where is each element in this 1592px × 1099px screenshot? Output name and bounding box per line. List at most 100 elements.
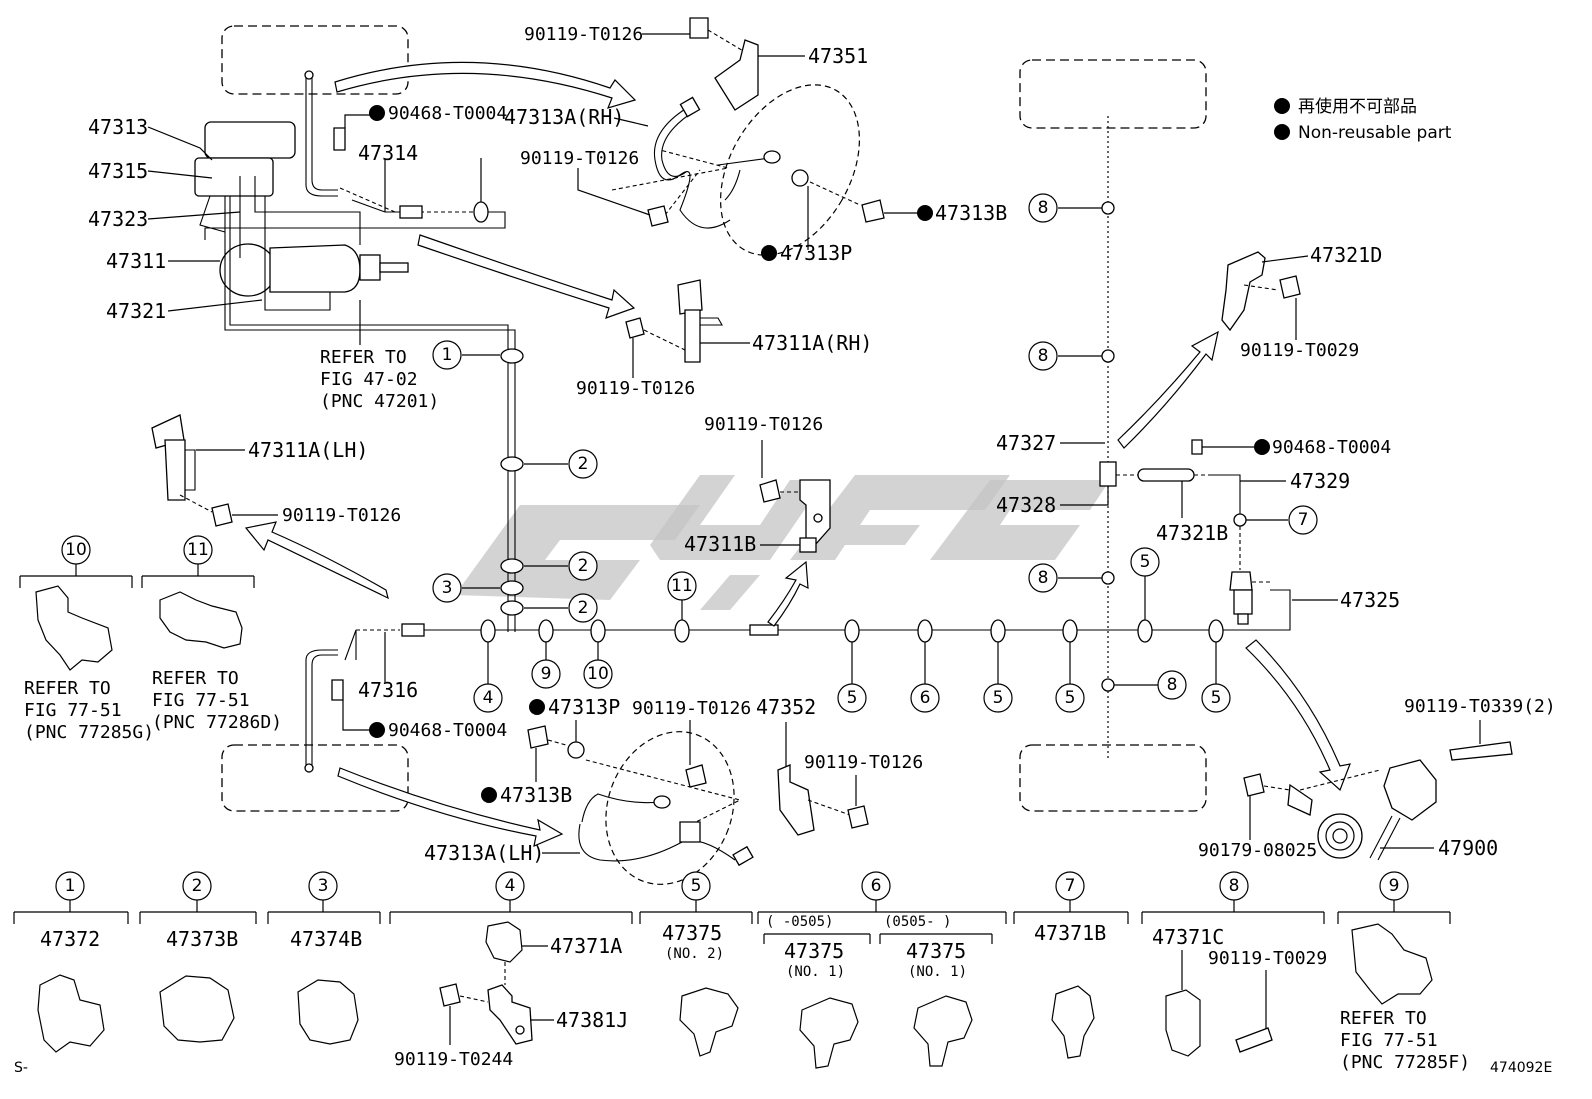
label-47311: 47311: [106, 249, 166, 273]
detail-4-bolt: 90119-T0244: [394, 1049, 513, 1070]
callout-8a-text: 8: [1038, 198, 1049, 218]
detail-callout-7-text: 7: [1065, 876, 1076, 896]
arrow-to-rh-caliper: [334, 61, 637, 109]
detail-callout-4-text: 4: [505, 876, 516, 896]
callout-2c: [568, 593, 598, 623]
refer-47-02-line3: (PNC 47201): [320, 391, 439, 412]
callout-8b: [1028, 341, 1058, 371]
callout-10-main: [583, 659, 613, 689]
callout-5e: [1201, 683, 1231, 713]
callout-2c-text: 2: [578, 598, 589, 618]
detail-2-part: 47373B: [166, 927, 238, 951]
callout-5b-text: 5: [993, 688, 1004, 708]
rh-brake-hose-group: [611, 17, 885, 256]
arrow-to-47311B: [767, 560, 809, 627]
detail-callout-2-text: 2: [192, 876, 203, 896]
callout-8a: [1028, 193, 1058, 223]
callout-5a: [837, 683, 867, 713]
flex-hose-front-left: [311, 654, 338, 768]
detail-9-ref-line1: REFER TO: [1340, 1008, 1427, 1029]
nonreusable-dot-47313B-top: [917, 205, 933, 221]
detail-6-range-a: ( -0505): [766, 914, 833, 930]
label-47323: 47323: [88, 207, 148, 231]
label-47313A-LH: 47313A(LH): [424, 841, 544, 865]
label-47313: 47313: [88, 115, 148, 139]
body-outline-bottom-right: [1019, 744, 1207, 812]
nonreusable-dot-90468-right: [1254, 439, 1270, 455]
nonreusable-dot-47313P-top: [761, 245, 777, 261]
callout-8b-text: 8: [1038, 346, 1049, 366]
callout-7-main-text: 7: [1298, 510, 1309, 530]
detail-7-part: 47371B: [1034, 921, 1106, 945]
callout-8c-text: 8: [1038, 568, 1049, 588]
refer-77285G-line3: (PNC 77285G): [24, 722, 154, 743]
clip-47373B-illustration: [159, 975, 235, 1043]
label-47313A-RH: 47313A(RH): [504, 105, 624, 129]
clip-11-illustration: [159, 591, 243, 649]
sensor-47900: [1243, 741, 1513, 861]
arrow-to-rh-valve: [417, 234, 636, 319]
label-47316: 47316: [358, 678, 418, 702]
callout-6-main: [910, 683, 940, 713]
legend-dot-jp: [1274, 98, 1290, 114]
body-outline-top-right: [1019, 59, 1207, 129]
callout-4-main-text: 4: [483, 688, 494, 708]
callout-10-detail: [61, 535, 91, 565]
callout-2b-text: 2: [578, 556, 589, 576]
callout-8d-text: 8: [1167, 675, 1178, 695]
detail-callout-8-text: 8: [1229, 876, 1240, 896]
callout-5e-text: 5: [1211, 688, 1222, 708]
detail-1-part: 47372: [40, 927, 100, 951]
refer-47-02-line2: FIG 47-02: [320, 369, 418, 390]
detail-9-ref-line3: (PNC 77285F): [1340, 1052, 1470, 1073]
label-47313P-bot: 47313P: [548, 695, 620, 719]
detail-5-note: (NO. 2): [665, 946, 724, 962]
body-outline-bottom-left: [221, 744, 409, 812]
detail-6-note-a: (NO. 1): [786, 964, 845, 980]
detail-8-part: 47371C: [1152, 925, 1224, 949]
clip-47371B-illustration: [1051, 985, 1095, 1059]
detail-6-note-b: (NO. 1): [908, 964, 967, 980]
clip-47374B-illustration: [297, 979, 359, 1045]
refer-77285G-line1: REFER TO: [24, 678, 111, 699]
bracket-47321D: [1221, 251, 1266, 332]
detail-6-part-b: 47375: [906, 939, 966, 963]
label-90119-t0126-bot-bracket: 90119-T0126: [804, 752, 923, 773]
detail-callout-3-text: 3: [318, 876, 329, 896]
master-cylinder-assembly: [194, 121, 516, 632]
nonreusable-dot-90468-bot: [369, 722, 385, 738]
label-47321: 47321: [106, 299, 166, 323]
callout-2a: [568, 449, 598, 479]
callout-1: [432, 340, 462, 370]
label-47311B: 47311B: [684, 532, 756, 556]
label-90468-bot: 90468-T0004: [388, 720, 507, 741]
refer-77286D-line2: FIG 77-51: [152, 690, 250, 711]
detail-9-ref-line2: FIG 77-51: [1340, 1030, 1438, 1051]
watermark-logo: [455, 475, 1110, 610]
detail-5-part: 47375: [662, 921, 722, 945]
detail-4-part-b: 47381J: [556, 1008, 628, 1032]
label-47352: 47352: [756, 695, 816, 719]
legend-text-jp: 再使用不可部品: [1298, 96, 1417, 117]
label-47325: 47325: [1340, 588, 1400, 612]
label-90119-t0126-top: 90119-T0126: [524, 24, 643, 45]
callout-2a-text: 2: [578, 454, 589, 474]
clip-47375-no1a-illustration: [799, 997, 859, 1069]
callout-9-main-text: 9: [541, 664, 552, 684]
callout-4-main: [473, 683, 503, 713]
label-47313B-top: 47313B: [935, 201, 1007, 225]
clip-47372-illustration: [37, 974, 105, 1053]
label-90119-t0126-mid: 90119-T0126: [704, 414, 823, 435]
label-47313P-top: 47313P: [780, 241, 852, 265]
callout-11-detail: [183, 535, 213, 565]
callout-5a-text: 5: [847, 688, 858, 708]
detail-panels: 1 47372 2 47373B 3 47374B 4 47371A 47381…: [13, 871, 1470, 1073]
label-47321B: 47321B: [1156, 521, 1228, 545]
detail-callout-5-text: 5: [691, 876, 702, 896]
callout-6-main-text: 6: [920, 688, 931, 708]
arrow-to-lh-valve: [244, 521, 389, 600]
label-47327: 47327: [996, 431, 1056, 455]
valve-47325: [1229, 571, 1270, 625]
detail-6-range-b: (0505- ): [884, 914, 951, 930]
